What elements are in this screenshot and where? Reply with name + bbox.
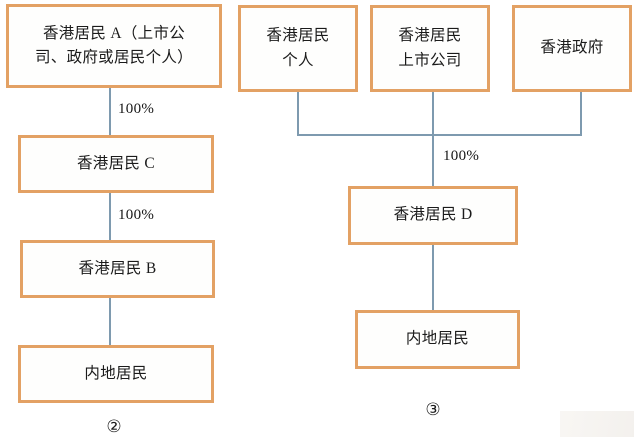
- node-mainland-resident-left[interactable]: 内地居民: [18, 345, 214, 403]
- caption-right-diagram: ③: [425, 400, 441, 419]
- edge-label-c-to-b: 100%: [118, 207, 155, 223]
- connector-listed-company-drop: [432, 92, 434, 136]
- connector-government-drop: [580, 92, 582, 136]
- node-hk-resident-c[interactable]: 香港居民 C: [18, 135, 214, 193]
- caption-left-diagram: ②: [106, 417, 122, 436]
- node-hk-resident-a[interactable]: 香港居民 A（上市公 司、政府或居民个人）: [6, 4, 222, 88]
- connector-individual-drop: [297, 92, 299, 136]
- connector-c-to-b: [109, 193, 111, 240]
- node-hk-government[interactable]: 香港政府: [512, 5, 632, 92]
- connector-b-to-mainland: [109, 298, 111, 345]
- node-hk-resident-d[interactable]: 香港居民 D: [348, 186, 518, 245]
- connector-a-to-c: [109, 88, 111, 135]
- node-hk-resident-b[interactable]: 香港居民 B: [20, 240, 215, 298]
- node-mainland-resident-right[interactable]: 内地居民: [355, 310, 520, 369]
- node-hk-resident-listed-company[interactable]: 香港居民 上市公司: [370, 5, 490, 92]
- edge-label-bus-to-d: 100%: [443, 148, 480, 164]
- connector-bus-horizontal: [297, 134, 582, 136]
- watermark-smudge: [560, 411, 634, 437]
- connector-bus-to-d: [432, 134, 434, 186]
- node-hk-resident-individual[interactable]: 香港居民 个人: [238, 5, 358, 92]
- connector-d-to-mainland: [432, 245, 434, 310]
- edge-label-a-to-c: 100%: [118, 101, 155, 117]
